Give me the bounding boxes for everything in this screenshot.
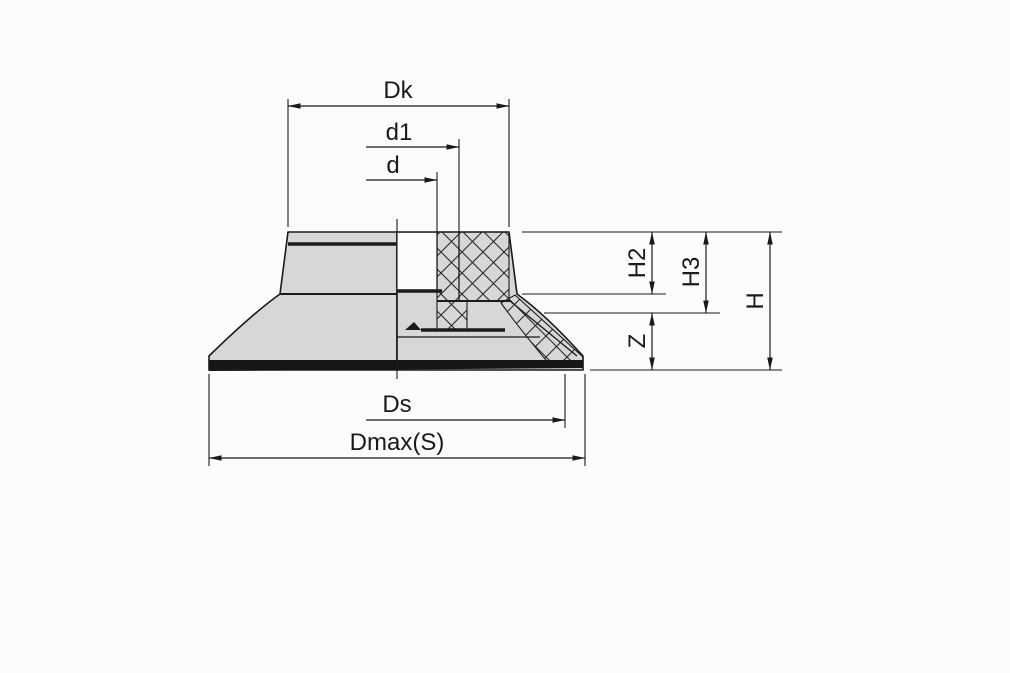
dimension-dmax-s: Dmax(S) bbox=[209, 429, 585, 461]
dimension-d: d bbox=[366, 152, 437, 183]
section-hatch bbox=[436, 231, 584, 367]
dimension-h3: H3 bbox=[678, 232, 709, 313]
dimension-h2: H2 bbox=[624, 232, 655, 294]
bore-cavity bbox=[397, 233, 437, 290]
dimension-dk: Dk bbox=[288, 77, 509, 109]
dim-label-dmax-s: Dmax(S) bbox=[350, 429, 445, 456]
dim-label-z: Z bbox=[624, 334, 651, 349]
dim-label-h: H bbox=[742, 292, 769, 309]
insert-hatch-stem bbox=[436, 300, 468, 331]
dim-label-h2: H2 bbox=[624, 248, 651, 279]
dimension-h: H bbox=[742, 232, 773, 370]
dim-label-d1: d1 bbox=[386, 119, 413, 146]
insert-hatch-block bbox=[436, 231, 510, 302]
dimension-ds: Ds bbox=[366, 391, 565, 423]
inner-skirt-surface bbox=[509, 300, 578, 357]
cup-body bbox=[208, 219, 584, 379]
dim-label-d: d bbox=[386, 152, 399, 179]
dim-label-h3: H3 bbox=[678, 257, 705, 288]
detail-edges bbox=[280, 242, 578, 357]
sealing-lip-band bbox=[209, 360, 583, 371]
dim-label-dk: Dk bbox=[383, 77, 413, 104]
dimension-d1: d1 bbox=[366, 119, 459, 150]
dim-label-ds: Ds bbox=[382, 391, 411, 418]
lip-notch bbox=[405, 322, 421, 330]
cup-left-profile bbox=[208, 231, 398, 371]
dimension-z: Z bbox=[624, 313, 655, 370]
